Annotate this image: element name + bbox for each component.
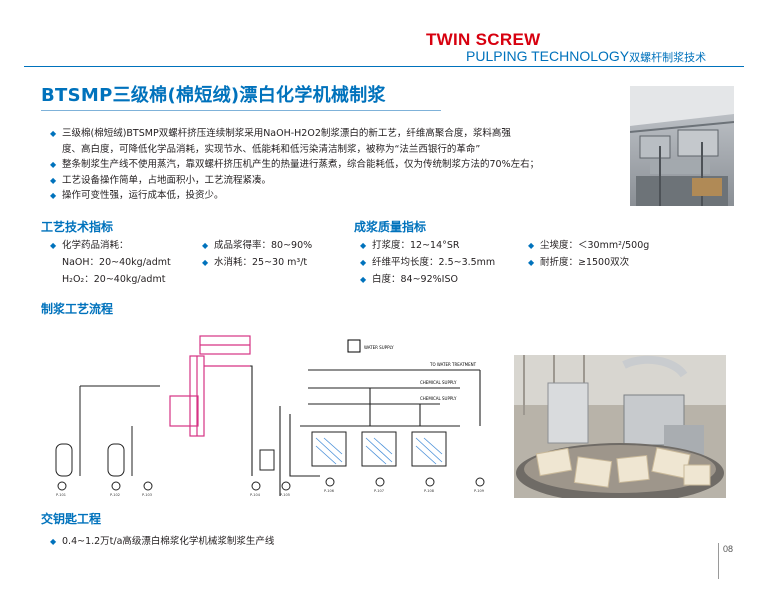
fiber-length: ◆纤维平均长度：2.5~3.5mm <box>360 257 496 268</box>
pulp-equipment-photo <box>514 355 726 498</box>
bullet-icon: ◆ <box>360 258 367 267</box>
pump-label: P-107 <box>374 489 384 493</box>
bullet-icon: ◆ <box>528 241 535 250</box>
pipe-label: TO WATER TREATMENT <box>429 362 477 367</box>
factory-line-photo <box>630 86 734 206</box>
bullet-icon: ◆ <box>50 191 57 200</box>
water-supply-label: WATER SUPPLY <box>364 345 394 350</box>
header-rule <box>24 66 744 67</box>
naoh-consumption: NaOH：20~40kg/admt <box>62 257 171 268</box>
yield-rate: ◆成品浆得率：80~90% <box>202 240 313 251</box>
pump-label: P-104 <box>250 493 261 497</box>
h2o2-consumption: H₂O₂：20~40kg/admt <box>62 274 166 285</box>
page-number: 08 <box>723 544 734 554</box>
tech-heading: 工艺技术指标 <box>41 220 114 234</box>
intro-list: ◆三级棉(棉短绒)BTSMP双螺杆挤压连续制浆采用NaOH-H2O2制浆漂白的新… <box>50 126 620 204</box>
bullet-icon: ◆ <box>50 537 57 546</box>
header-subtitle: PULPING TECHNOLOGY双螺杆制浆技术 <box>466 48 706 65</box>
pump-label: P-108 <box>424 489 434 493</box>
dust-degree: ◆尘埃度：＜30mm²/500g <box>528 240 650 251</box>
title-underline <box>41 110 441 111</box>
bullet-icon: ◆ <box>50 241 57 250</box>
chem-consumption: ◆化学药品消耗： <box>50 240 129 251</box>
flow-heading: 制浆工艺流程 <box>41 302 114 316</box>
intro-item: ◆三级棉(棉短绒)BTSMP双螺杆挤压连续制浆采用NaOH-H2O2制浆漂白的新… <box>50 126 620 142</box>
pipe-label: CHEMICAL SUPPLY <box>420 396 457 401</box>
intro-item: ◆整条制浆生产线不使用蒸汽，靠双螺杆挤压机产生的热量进行蒸煮，综合能耗低，仅为传… <box>50 157 620 173</box>
turnkey-item: ◆0.4~1.2万t/a高级漂白棉浆化学机械浆制浆生产线 <box>50 536 275 547</box>
bullet-icon: ◆ <box>202 258 209 267</box>
bullet-icon: ◆ <box>202 241 209 250</box>
beating-degree: ◆打浆度：12~14°SR <box>360 240 460 251</box>
pump-label: P-101 <box>56 493 66 497</box>
quality-heading: 成浆质量指标 <box>354 220 427 234</box>
pump-label: P-102 <box>110 493 120 497</box>
page-title: BTSMP三级棉(棉短绒)漂白化学机械制浆 <box>41 85 386 106</box>
pipe-label: CHEMICAL SUPPLY <box>420 380 457 385</box>
water-consumption: ◆水消耗：25~30 m³/t <box>202 257 308 268</box>
whiteness: ◆白度：84~92%ISO <box>360 274 458 285</box>
bullet-icon: ◆ <box>360 241 367 250</box>
pump-label: P-105 <box>280 493 290 497</box>
intro-item: ◆工艺设备操作简单，占地面积小，工艺流程紧凑。 <box>50 173 620 189</box>
bullet-icon: ◆ <box>50 160 57 169</box>
bullet-icon: ◆ <box>50 129 57 138</box>
header-title: TWIN SCREW <box>426 30 541 49</box>
fold-endurance: ◆耐折度：≥1500双次 <box>528 257 630 268</box>
bullet-icon: ◆ <box>360 275 367 284</box>
bullet-icon: ◆ <box>528 258 535 267</box>
turnkey-heading: 交钥匙工程 <box>41 512 102 526</box>
header-subtitle-cn: 双螺杆制浆技术 <box>629 51 707 64</box>
pump-label: P-103 <box>142 493 152 497</box>
pump-label: P-109 <box>474 489 484 493</box>
page-number-rule <box>718 543 719 579</box>
process-flow-diagram: WATER SUPPLY <box>40 326 510 500</box>
intro-item: 度、高白度，可降低化学品消耗，实现节水、低能耗和低污染清洁制浆，被称为“法兰西银… <box>62 143 481 155</box>
intro-item: ◆操作可变性强，运行成本低，投资少。 <box>50 188 620 204</box>
header-subtitle-en: PULPING TECHNOLOGY <box>466 48 630 64</box>
pump-label: P-106 <box>324 489 334 493</box>
bullet-icon: ◆ <box>50 175 57 185</box>
